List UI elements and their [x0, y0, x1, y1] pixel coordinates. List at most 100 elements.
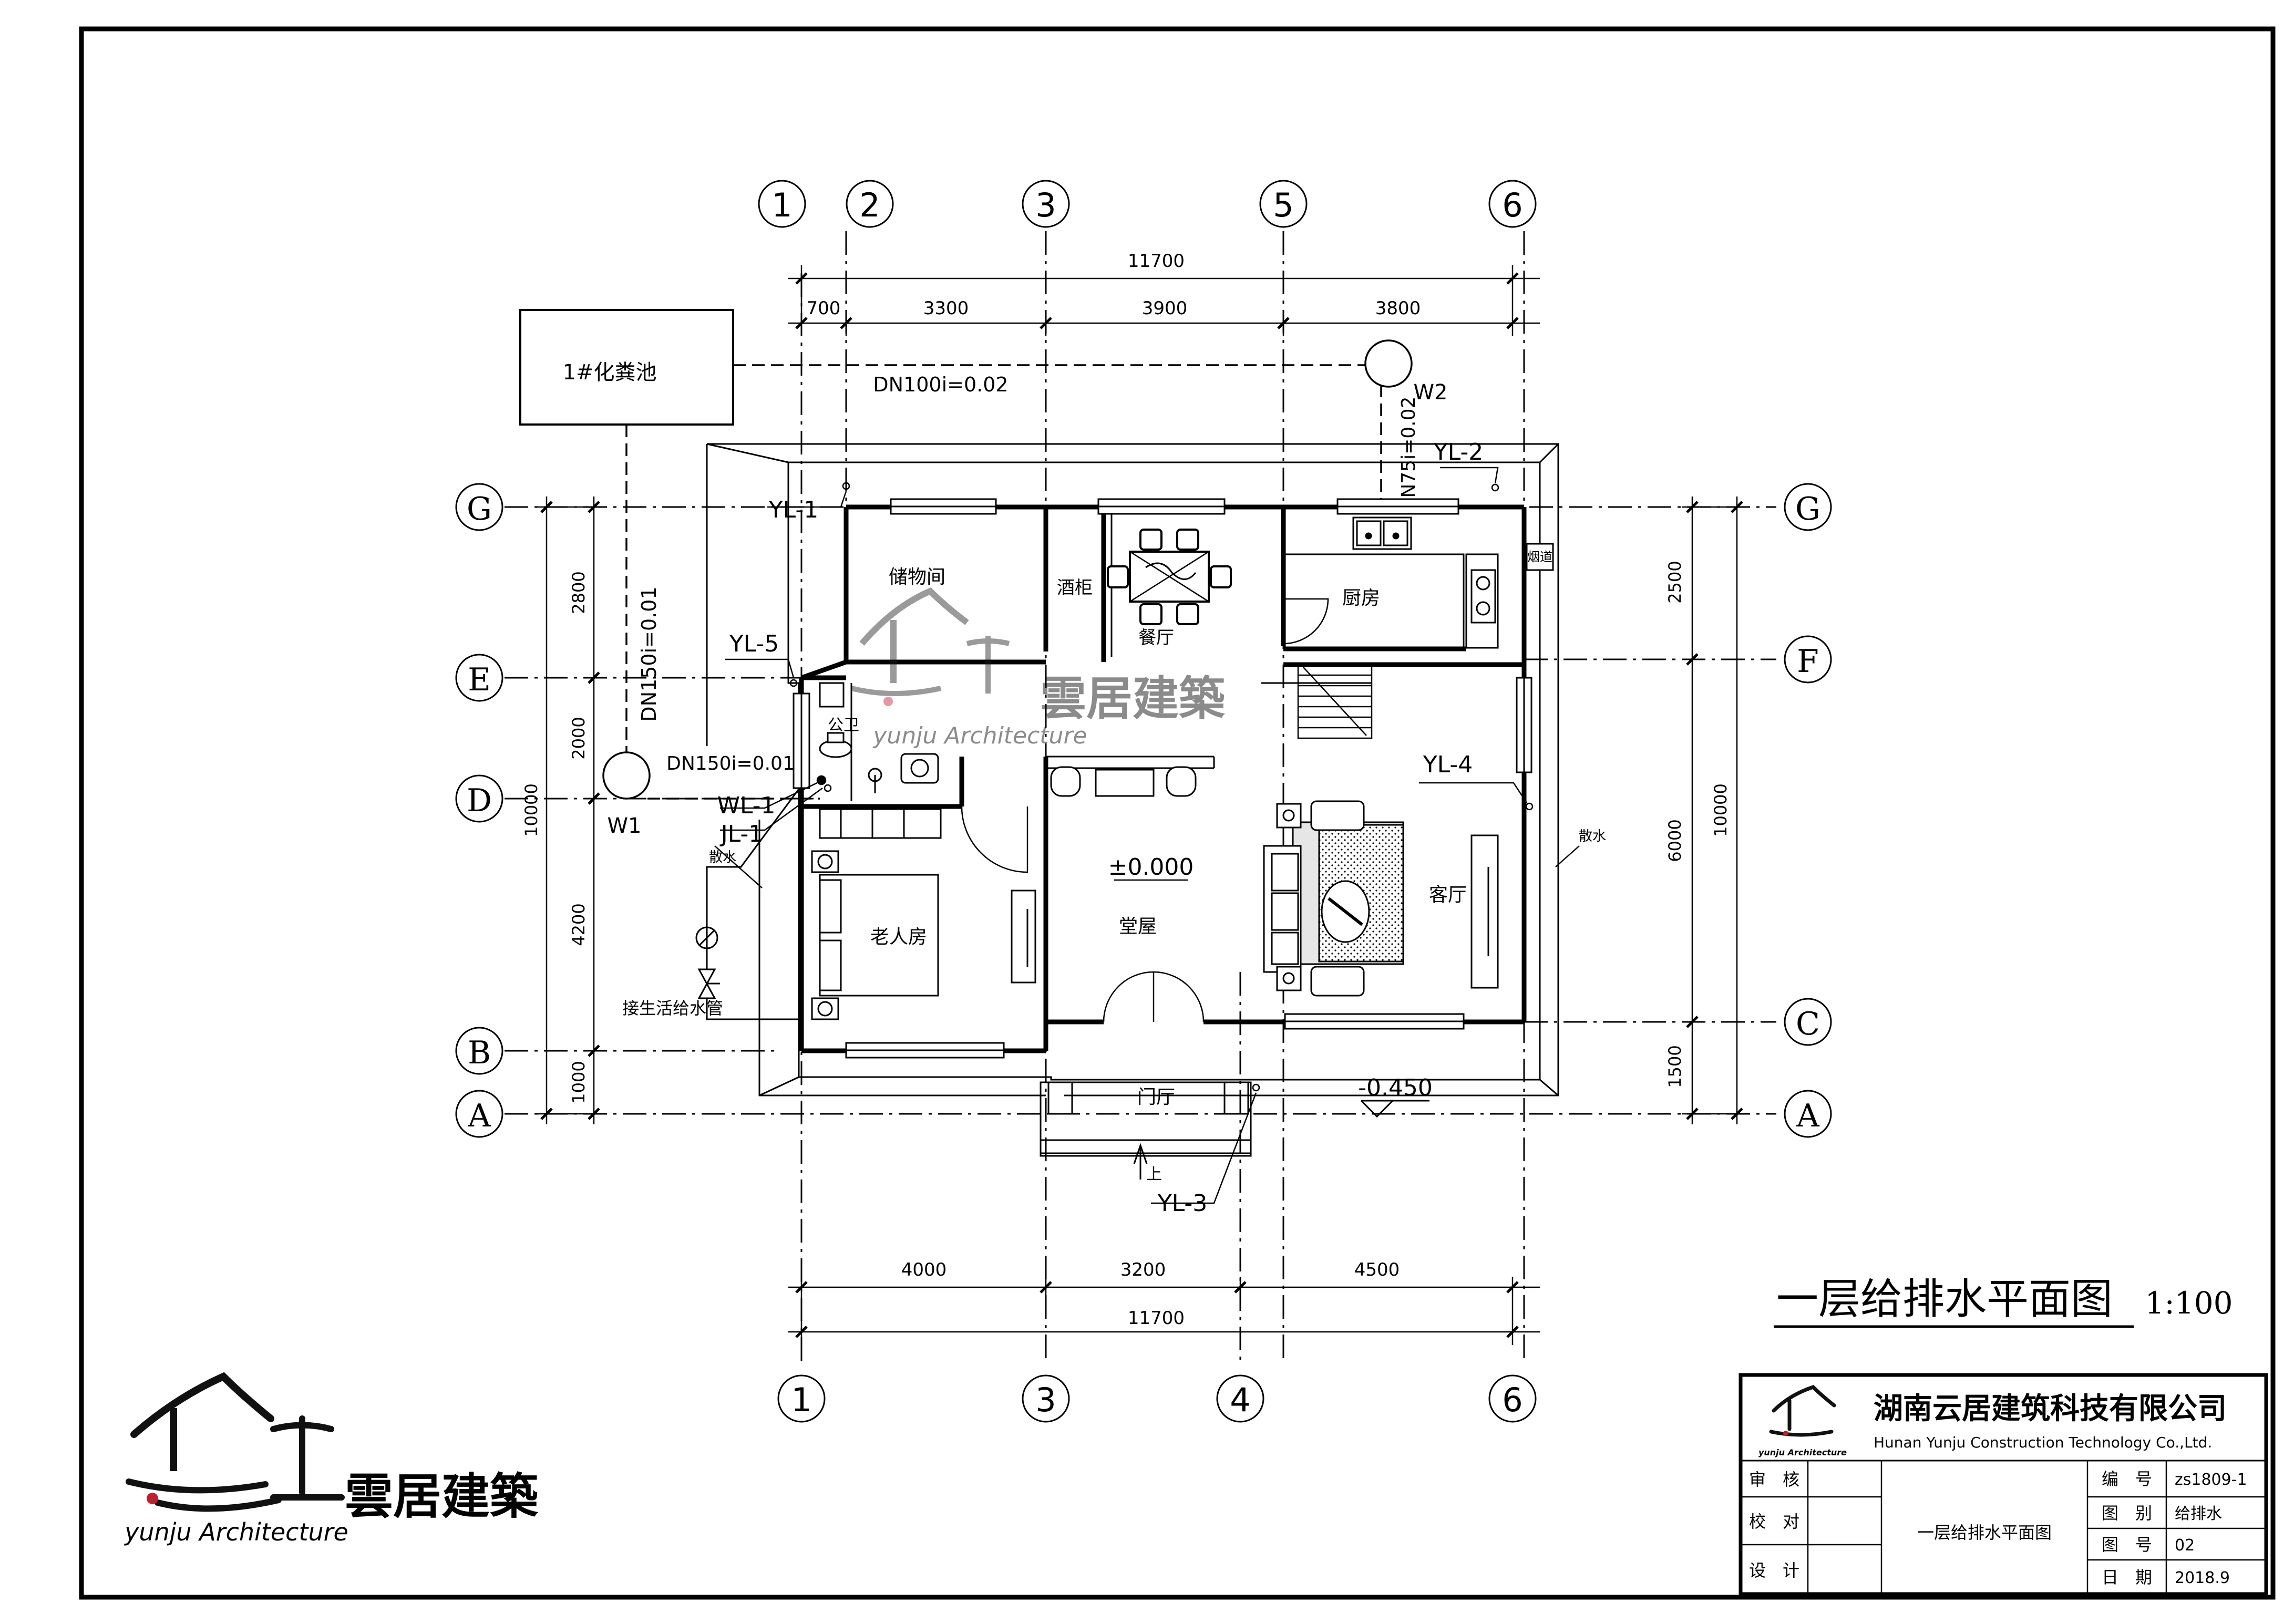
brand-seal-dot [147, 1493, 158, 1504]
tb-label-no: 编 号 [2102, 1469, 2152, 1489]
bathroom-door [961, 806, 1028, 873]
dim-left-total: 10000 [521, 783, 541, 837]
well-w1-label: W1 [608, 814, 642, 838]
dim-top-seg-3: 3900 [1142, 298, 1188, 319]
kitchen-sink [1352, 516, 1412, 550]
dining-table [1107, 529, 1232, 625]
well-w2-label: W2 [1414, 380, 1448, 405]
title-block-logo: yunju Architecture [1758, 1384, 1847, 1457]
room-bathroom: 公卫 [828, 716, 859, 735]
flue [1526, 543, 1554, 571]
svg-text:3: 3 [1035, 1381, 1056, 1419]
svg-text:1: 1 [771, 186, 792, 224]
room-storage: 储物间 [889, 566, 945, 588]
svg-text:5: 5 [1273, 186, 1293, 224]
brand-logo: 雲居建築 yunju Architecture [124, 1372, 539, 1546]
tb-checked: 校 对 [1749, 1512, 1799, 1532]
axis-bubbles-right: G F C A [1784, 483, 1832, 1138]
drawing-scale: 1:100 [2145, 1285, 2233, 1321]
apron-outline [706, 443, 1559, 1097]
well-w1 [602, 751, 651, 800]
watermark-en: yunju Architecture [872, 722, 1087, 749]
svg-text:1: 1 [791, 1381, 811, 1419]
dim-top-seg-4: 3800 [1375, 298, 1421, 319]
title-block-logo-caption: yunju Architecture [1758, 1447, 1847, 1457]
axis-bubble-left-B: B [455, 1027, 503, 1075]
axis-bubble-left-G: G [455, 483, 503, 531]
windows [793, 498, 1532, 1059]
axis-bubble-right-A: A [1784, 1090, 1832, 1138]
septic-tank-label: 1#化粪池 [563, 360, 657, 385]
tb-value-no: zs1809-1 [2175, 1471, 2247, 1489]
tb-label-date: 日 期 [2102, 1567, 2152, 1587]
bathroom-fixtures [819, 682, 942, 839]
dimension-bottom [788, 1277, 1540, 1345]
company-name-cn: 湖南云居建筑科技有限公司 [1874, 1392, 2227, 1426]
watermark-cn: 雲居建築 [1040, 671, 1226, 726]
brand-name-cn: 雲居建築 [345, 1468, 539, 1525]
dim-bottom-seg-2: 3200 [1120, 1259, 1166, 1280]
flue-label: 烟道 [1527, 550, 1552, 564]
axis-bubble-top-1: 1 [758, 180, 806, 228]
dim-left-seg-1: 2800 [569, 571, 589, 614]
axis-bubble-bottom-1: 1 [777, 1374, 826, 1423]
svg-text:4: 4 [1230, 1381, 1250, 1419]
dim-left-seg-2: 2000 [569, 717, 589, 759]
svg-text:E: E [468, 661, 491, 698]
axis-bubble-right-C: C [1784, 998, 1832, 1046]
svg-text:G: G [467, 491, 492, 527]
dim-right-total: 10000 [1711, 783, 1731, 837]
drawing-title: 一层给排水平面图 [1776, 1275, 2113, 1323]
scatter-water-left: 散水 [709, 850, 736, 865]
dim-right-seg-2: 6000 [1665, 819, 1685, 862]
dim-bottom-seg-1: 4000 [901, 1259, 947, 1280]
riser-yl4: YL-4 [1423, 751, 1473, 778]
dim-left-seg-4: 1000 [569, 1061, 589, 1103]
room-elder: 老人房 [870, 926, 927, 948]
riser-yl3: YL-3 [1157, 1190, 1208, 1217]
room-living: 客厅 [1429, 884, 1467, 906]
svg-text:B: B [468, 1035, 491, 1071]
riser-wl1: WL-1 [717, 792, 775, 819]
pipe-dn75-label: DN75i=0.02 [1398, 397, 1419, 513]
dim-top-seg-2: 3300 [923, 298, 969, 319]
riser-jl1: JL-1 [719, 821, 764, 847]
dim-top-seg-1: 700 [807, 298, 841, 319]
scatter-water-left-leader [714, 845, 763, 888]
tb-reviewed: 审 核 [1749, 1470, 1799, 1489]
kitchen-door [1283, 598, 1329, 645]
room-hall: 堂屋 [1119, 916, 1157, 937]
outdoor-level-marker [1360, 1100, 1429, 1118]
stairs [1261, 664, 1373, 739]
dim-top-total: 11700 [1128, 251, 1185, 272]
sheet-frame [79, 26, 2276, 1600]
scatter-water-right-leader [1555, 845, 1580, 867]
company-name-en: Hunan Yunju Construction Technology Co.,… [1874, 1434, 2212, 1451]
svg-text:A: A [467, 1098, 491, 1134]
svg-text:6: 6 [1502, 186, 1523, 224]
riser-yl1: YL-1 [768, 496, 819, 523]
dimension-right [1682, 496, 1747, 1124]
hall-furniture [1050, 766, 1205, 1022]
svg-text:A: A [1796, 1098, 1819, 1134]
entrance-foyer [1040, 1081, 1252, 1180]
dim-left-seg-3: 4200 [569, 903, 589, 946]
svg-text:C: C [1796, 1006, 1820, 1042]
axis-bubble-top-2: 2 [846, 180, 894, 228]
living-sofa-set [1263, 800, 1499, 997]
axis-bubble-left-D: D [455, 774, 503, 823]
pipe-dn150-horizontal-label: DN150i=0.01 [666, 753, 795, 774]
dimension-left [536, 496, 604, 1124]
riser-yl5: YL-5 [729, 630, 779, 657]
outdoor-level-label: -0.450 [1358, 1074, 1433, 1101]
supply-note-label: 接生活给水管 [622, 998, 723, 1018]
axis-bubble-left-E: E [455, 654, 503, 702]
axis-bubbles-bottom: 1 3 4 6 [777, 1374, 1537, 1423]
svg-text:2: 2 [859, 186, 880, 224]
svg-text:6: 6 [1502, 1381, 1523, 1419]
axis-bubble-left-A: A [455, 1090, 503, 1138]
axis-bubble-bottom-3: 3 [1022, 1374, 1070, 1423]
well-w2 [1364, 339, 1413, 388]
axis-bubble-bottom-6: 6 [1488, 1374, 1537, 1423]
